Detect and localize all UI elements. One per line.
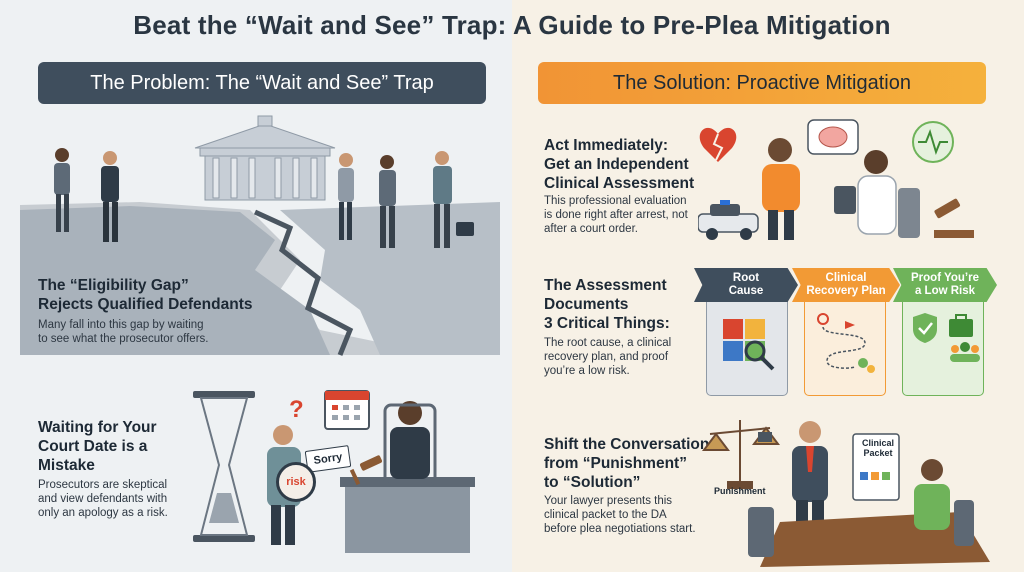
heading-line: to “Solution” [544,474,641,491]
heading-line: Act Immediately: [544,137,669,154]
act-immediately-heading: Act Immediately: Get an Independent Clin… [544,136,724,193]
label-line: Clinical [861,438,894,448]
calendar-icon [324,390,370,430]
body-line: and view defendants with [38,493,168,505]
body-line: before plea negotiations start. [544,523,696,535]
act-immediately-body: This professional evaluation is done rig… [544,194,729,236]
punishment-label: Punishment [714,486,766,496]
brain-icon [807,119,859,155]
body-line: only an apology as a risk. [38,507,168,519]
label-line: a Low Risk [914,285,976,297]
label-line: Clinical [825,272,867,284]
solution-banner: The Solution: Proactive Mitigation [538,62,986,104]
heading-line: Get an Independent [544,156,689,173]
recovery-plan-label: Clinical Recovery Plan [792,268,900,302]
shift-conversation-body: Your lawyer presents this clinical packe… [544,494,729,536]
body-line: you’re a low risk. [544,365,630,377]
label-line: Packet [863,448,893,458]
heading-line: Documents [544,296,629,313]
shift-conversation-heading: Shift the Conversation from “Punishment”… [544,435,724,492]
clinical-packet-label: Clinical Packet [856,438,900,458]
scales-icon [702,420,780,489]
root-cause-card [706,296,788,396]
question-mark-icon: ? [289,396,304,423]
heading-line: from “Punishment” [544,455,687,472]
broken-heart-icon [699,127,737,162]
waiting-people-left [54,148,119,242]
waiting-mistake-body: Prosecutors are skeptical and view defen… [38,478,208,520]
eligibility-gap-heading: The “Eligibility Gap” Rejects Qualified … [38,276,278,314]
body-line: clinical packet to the DA [544,509,667,521]
heading-line: Shift the Conversation [544,436,710,453]
courthouse-icon [194,115,336,201]
route-icon [817,313,875,373]
label-line: Recovery Plan [806,285,886,297]
body-line: is done right after arrest, not [544,209,688,221]
assessment-documents-body: The root cause, a clinical recovery plan… [544,336,694,378]
body-line: This professional evaluation [544,195,687,207]
low-risk-card [902,296,984,396]
heading-line: Clinical Assessment [544,175,695,192]
puzzle-icon [723,319,775,371]
low-risk-label: Proof You’re a Low Risk [893,268,997,302]
assessment-documents-heading: The Assessment Documents 3 Critical Thin… [544,276,694,333]
waiting-mistake-heading: Waiting for Your Court Date is a Mistake [38,418,208,475]
shield-check-icon [913,313,980,362]
body-line: to see what the prosecutor offers. [38,333,209,345]
root-cause-label: Root Cause [694,268,798,302]
waiting-people-right [338,151,474,248]
gavel-icon [934,198,974,238]
eligibility-gap-body: Many fall into this gap by waiting to se… [38,318,278,346]
negotiation-illustration [702,420,990,567]
body-line: The root cause, a clinical [544,337,672,349]
heading-line: Waiting for Your [38,419,157,436]
heading-line: 3 Critical Things: [544,315,670,332]
gavel-icon [349,455,383,486]
hourglass-icon [193,391,255,542]
label-line: Root [732,272,760,284]
heartbeat-icon [912,121,954,163]
body-line: after a court order. [544,223,638,235]
eligibility-gap-illustration [20,115,500,356]
people-icon [950,342,980,362]
body-line: Many fall into this gap by waiting [38,319,204,331]
recovery-plan-card [804,296,886,396]
body-line: Prosecutors are skeptical [38,479,168,491]
label-line: Cause [728,285,764,297]
heading-line: Rejects Qualified Defendants [38,296,253,313]
heading-line: The Assessment [544,277,667,294]
briefcase-icon [949,314,973,337]
heading-line: Mistake [38,457,95,474]
police-car-icon [698,200,759,240]
clinical-assessment-illustration [698,119,974,240]
heading-line: The “Eligibility Gap” [38,277,189,294]
heading-line: Court Date is a [38,438,148,455]
court-waiting-illustration: ? [193,390,475,553]
body-line: Your lawyer presents this [544,495,673,507]
body-line: recovery plan, and proof [544,351,669,363]
label-line: Proof You’re [911,272,979,284]
svg-text:?: ? [289,396,304,423]
risk-magnifier: risk [276,462,316,502]
problem-banner: The Problem: The “Wait and See” Trap [38,62,486,104]
page-title: Beat the “Wait and See” Trap: A Guide to… [133,10,891,40]
